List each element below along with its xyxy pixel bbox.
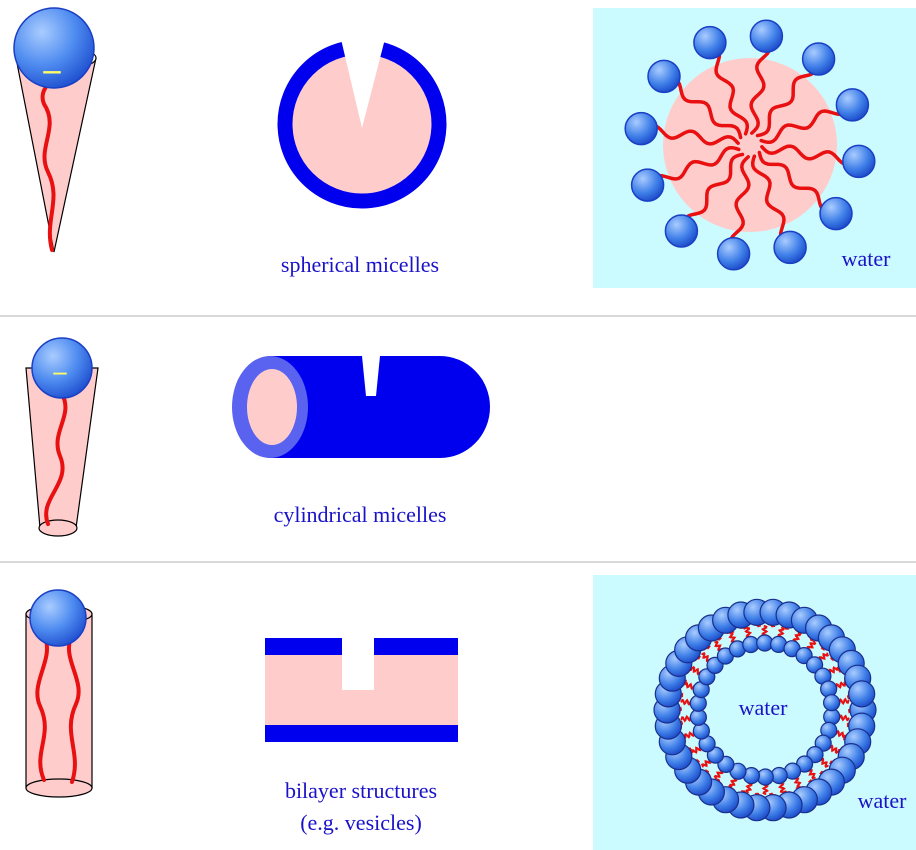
water-outer-label: water: [858, 788, 908, 813]
spherical-micelles-label: spherical micelles: [281, 252, 439, 277]
surfactant-head: [836, 89, 868, 121]
bilayer-label-line2: (e.g. vesicles): [300, 810, 422, 835]
head-charge-label: –: [53, 357, 68, 386]
surfactant-head: [632, 169, 664, 201]
surfactant-head: [774, 231, 806, 263]
water-inner-label: water: [739, 695, 789, 720]
vesicle-drawing: water water: [593, 575, 916, 850]
surfactant-head: [648, 60, 680, 92]
surfactant-head: [820, 198, 852, 230]
truncated-cone-surfactant: –: [26, 338, 98, 536]
vesicle-inner-head: [824, 695, 840, 711]
surfactant-head: [843, 145, 875, 177]
vesicle-outer-head: [849, 681, 875, 707]
spherical-micelle-drawing: water: [593, 8, 916, 288]
headgroup: [30, 590, 86, 646]
surfactant-head: [625, 113, 657, 145]
water-label: water: [842, 246, 892, 271]
cylinder-surfactant: [26, 590, 92, 797]
bilayer-schematic: [265, 636, 458, 742]
surfactant-head: [665, 215, 697, 247]
surfactant-head: [803, 43, 835, 75]
surfactant-head: [694, 27, 726, 59]
bilayer-label-line1: bilayer structures: [285, 778, 437, 803]
surfactant-head: [718, 238, 750, 270]
cylindrical-micelle-schematic: [232, 356, 490, 458]
surfactant-head: [750, 20, 782, 52]
cone-surfactant: –: [14, 8, 96, 252]
cylindrical-micelles-label: cylindrical micelles: [274, 502, 447, 527]
head-charge-label: –: [43, 51, 62, 88]
spherical-micelle-schematic: [285, 35, 439, 201]
